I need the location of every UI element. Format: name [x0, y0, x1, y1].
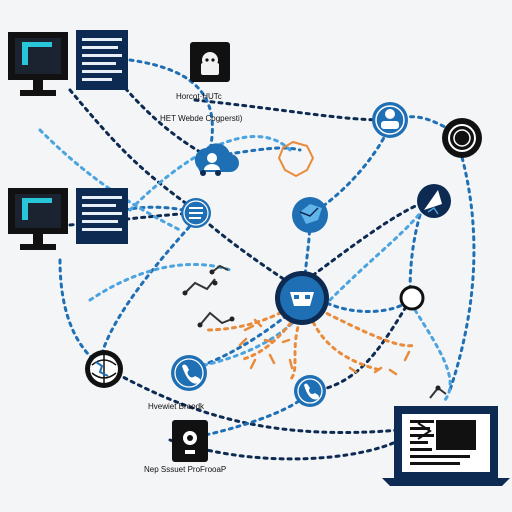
connector-line — [128, 58, 214, 152]
connector-line — [68, 88, 197, 212]
link-dot — [182, 290, 188, 296]
phone-icon — [171, 355, 207, 391]
bottom-caption-1: Hvewiet Broodk — [148, 402, 205, 411]
phone-icon — [294, 375, 326, 407]
connector-line — [108, 368, 402, 434]
link-icon — [184, 278, 216, 294]
connector-line — [308, 123, 392, 217]
connector-line — [318, 308, 417, 348]
link-dot — [435, 385, 441, 391]
list-icon — [181, 198, 211, 228]
link-dot — [212, 280, 218, 286]
connector-line — [288, 318, 302, 382]
router-hub-icon — [275, 271, 329, 325]
circle-node-icon — [399, 285, 425, 311]
camera-icon — [172, 420, 208, 462]
connector-line — [318, 298, 412, 313]
connector-line — [413, 308, 452, 402]
laptop-icon — [382, 406, 510, 486]
orange-dash-cluster — [238, 318, 411, 376]
document-icon — [76, 188, 128, 244]
mid-caption: HET Webde Cogpersti) — [160, 114, 243, 123]
desktop-monitor-icon — [8, 188, 68, 250]
desktop-monitor-icon — [8, 32, 68, 96]
connector-line — [408, 213, 422, 300]
connector-lines — [38, 58, 476, 461]
lock-avatar-icon — [190, 42, 230, 82]
bottom-caption-2: Nep Sssuet ProFrooaP — [144, 465, 226, 474]
connector-line — [218, 146, 302, 157]
document-icon — [76, 30, 128, 90]
cube-icon — [292, 197, 328, 233]
globe-icon — [85, 350, 123, 388]
connector-line — [58, 258, 102, 367]
shield-icon — [277, 140, 315, 178]
connector-line — [318, 298, 412, 392]
connector-line — [38, 128, 182, 232]
link-icon — [199, 311, 233, 326]
user-icon — [372, 102, 408, 138]
connector-line — [88, 262, 232, 302]
connector-line — [98, 213, 202, 362]
connector-line — [203, 388, 312, 437]
ring-icon — [442, 118, 482, 158]
cloud-user-icon — [194, 143, 239, 176]
link-dot — [209, 269, 215, 275]
link-dot — [197, 322, 203, 328]
rocket-icon — [417, 184, 451, 218]
connector-line — [448, 148, 476, 392]
link-dot — [229, 316, 235, 322]
connector-line — [193, 98, 387, 122]
top-caption: Horcot·HUTc — [176, 92, 222, 101]
link-icon — [211, 264, 229, 273]
connector-line — [128, 135, 292, 212]
